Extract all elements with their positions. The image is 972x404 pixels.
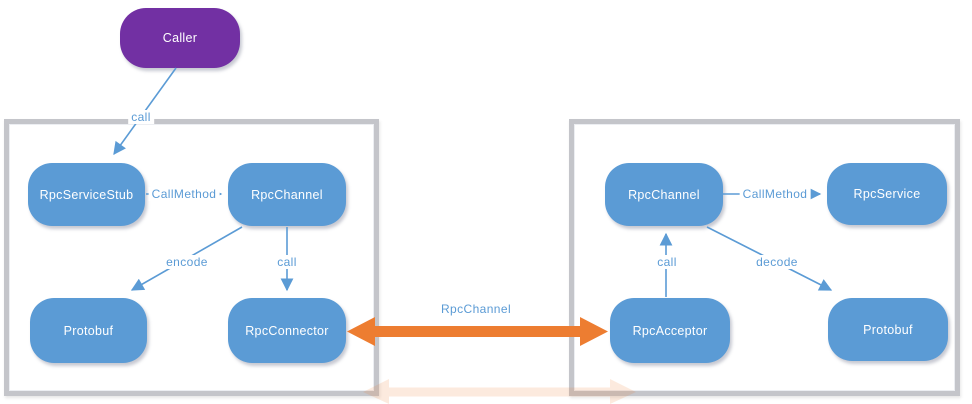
edge-label-call-top: call <box>128 110 154 124</box>
edge-label-decode: decode <box>753 255 801 269</box>
rpc-channel-right-node: RpcChannel <box>605 163 723 226</box>
rpc-service-node-label: RpcService <box>853 187 921 201</box>
edge-label-callmethod-right: CallMethod <box>739 187 811 201</box>
rpc-acceptor-node-label: RpcAcceptor <box>632 323 708 338</box>
edge-label-call-right: call <box>654 255 680 269</box>
caller-node-label: Caller <box>162 31 198 45</box>
rpc-service-stub-node: RpcServiceStub <box>28 163 145 226</box>
protobuf-left-node-label: Protobuf <box>63 323 114 338</box>
protobuf-right-node-label: Protobuf <box>863 322 913 337</box>
caller-node: Caller <box>120 8 240 68</box>
protobuf-left-node: Protobuf <box>30 298 147 363</box>
rpc-channel-left-node-label: RpcChannel <box>251 187 323 202</box>
edge-label-rpcchannel-link: RpcChannel <box>440 302 512 316</box>
rpc-channel-left-node: RpcChannel <box>228 163 346 226</box>
rpc-connector-node-label: RpcConnector <box>245 323 329 338</box>
rpc-acceptor-node: RpcAcceptor <box>610 298 730 363</box>
rpc-service-stub-node-label: RpcServiceStub <box>39 187 134 202</box>
rpc-channel-right-node-label: RpcChannel <box>628 187 700 202</box>
edge-label-callmethod-left: CallMethod <box>148 187 220 201</box>
rpc-service-node: RpcService <box>827 163 947 225</box>
edge-label-call-left: call <box>274 255 300 269</box>
edge-label-encode: encode <box>163 255 211 269</box>
protobuf-right-node: Protobuf <box>828 298 948 361</box>
rpc-connector-node: RpcConnector <box>228 298 346 363</box>
